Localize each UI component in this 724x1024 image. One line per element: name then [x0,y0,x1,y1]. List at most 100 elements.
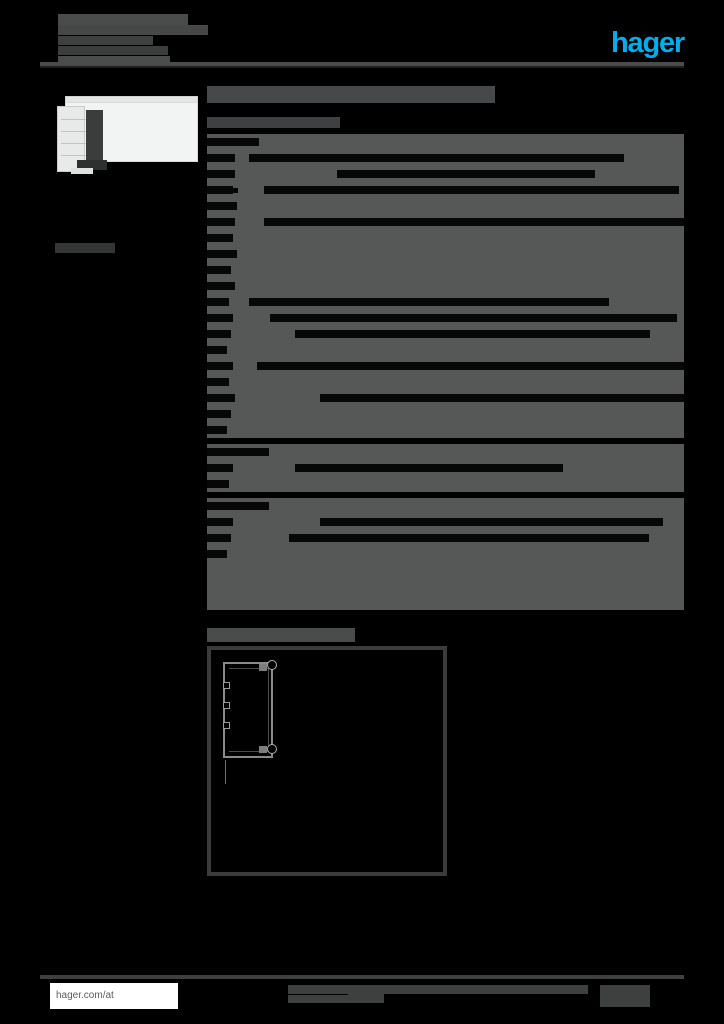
spec-row [207,294,684,310]
footer-url[interactable]: hager.com/at [50,983,178,1009]
spec-row [207,444,684,460]
spec-group [207,444,684,492]
spec-row-label [207,138,259,146]
spec-row-value [295,330,650,338]
trunking-profile-drawing [215,656,287,784]
profile-clip-top [267,660,277,670]
trunking-foot [71,168,93,174]
spec-row-label [207,298,229,306]
spec-row-label [207,448,269,456]
spec-row-label [207,234,233,242]
spec-row [207,342,684,358]
spec-row [207,476,684,492]
profile-clip-bottom [267,744,277,754]
spec-row [207,214,684,230]
product-photo-caption [55,243,115,253]
spec-row-value [270,314,677,322]
spec-row [207,460,684,476]
spec-row-label [207,250,237,258]
document-title-line-3 [58,46,168,55]
spec-row-value [337,170,595,178]
spec-row [207,278,684,294]
spec-row [207,578,684,594]
spec-row-value [289,534,649,542]
spec-group [207,134,684,438]
main-content [207,86,684,610]
spec-row-label [207,218,235,226]
profile-notch-2 [223,702,230,709]
spec-row [207,514,684,530]
spec-row [207,166,684,182]
spec-row-value [320,518,663,526]
spec-row-value [257,362,684,370]
section-heading-specs [207,117,340,128]
spec-row [207,422,684,438]
spec-group-separator [207,492,684,498]
spec-row-label [207,170,235,178]
spec-row-label [207,394,235,402]
spec-row [207,230,684,246]
footer-page-number [600,985,650,1007]
spec-row [207,326,684,342]
spec-row [207,406,684,422]
page-title [207,86,495,103]
footer-center-text-3 [398,985,588,994]
document-title-line-2 [58,36,153,45]
spec-row [207,498,684,514]
spec-row-label [207,362,233,370]
spec-row-label [207,378,229,386]
spec-row [207,374,684,390]
profile-tab-bottom [259,746,267,753]
spec-row-label [207,550,227,558]
document-code [58,14,188,25]
spec-row-label [207,426,227,434]
spec-row-label [207,154,235,162]
spec-group-separator [207,438,684,444]
spec-row-value [320,394,684,402]
spec-row [207,150,684,166]
spec-row-value [249,298,609,306]
footer-divider [40,975,684,979]
spec-row-label [207,480,229,488]
spec-row-label [207,330,231,338]
left-column [55,88,200,253]
header-divider [40,62,684,66]
spec-row [207,198,684,214]
spec-row [207,262,684,278]
drawing-section [207,628,684,876]
spec-row-label [207,186,233,194]
spec-row-label [207,518,233,526]
spec-row [207,358,684,374]
spec-group [207,498,684,610]
spec-row-value [264,218,684,226]
spec-row-label [207,502,269,510]
document-title-line-4 [58,56,170,65]
spec-row-bullet-icon [233,188,238,193]
page-footer: hager.com/at [40,975,684,1015]
spec-row [207,546,684,562]
spec-row-label [207,464,233,472]
footer-center-badge [348,989,384,1003]
spec-row [207,310,684,326]
profile-inner-outline [229,668,269,752]
footer-center-text-1 [288,985,398,994]
trunking-divider [86,110,103,170]
profile-tab-top [259,664,267,671]
header-divider-shadow [40,66,684,68]
profile-notch-3 [223,722,230,729]
trunking-base-shadow [77,160,107,170]
footer-center-text-2 [288,995,358,1003]
spec-row-value [249,154,624,162]
spec-row [207,562,684,578]
profile-outline [223,662,273,758]
spec-row [207,134,684,150]
spec-row-label [207,314,233,322]
drawing-heading [207,628,355,642]
technical-drawing-frame [207,646,447,876]
page-header: hager [40,14,685,68]
product-photo [55,88,200,180]
spec-row [207,246,684,262]
spec-row [207,390,684,406]
spec-row-label [207,202,237,210]
spec-row-label [207,410,231,418]
